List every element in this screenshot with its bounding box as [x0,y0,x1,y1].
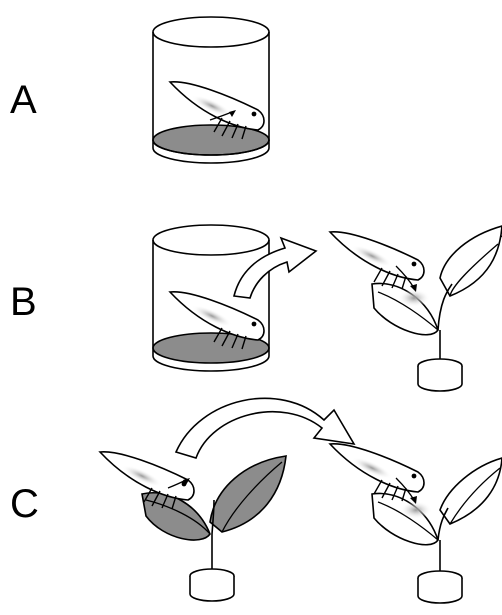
insect-c-infected [99,451,195,510]
cylinder-a [152,16,270,164]
panel-label-c: C [10,482,39,526]
insect-b-plant [329,231,425,292]
panel-label-b: B [10,280,37,324]
plant-c-infected [141,455,287,602]
transfer-arrow-c [174,397,356,459]
transfer-arrow-b [233,236,318,299]
panel-label-a: A [10,78,37,122]
cylinder-b [152,224,270,372]
plant-c-healthy [371,457,502,604]
insect-a [169,81,265,140]
insect-c-healthy [329,443,425,504]
plant-b [371,225,502,392]
